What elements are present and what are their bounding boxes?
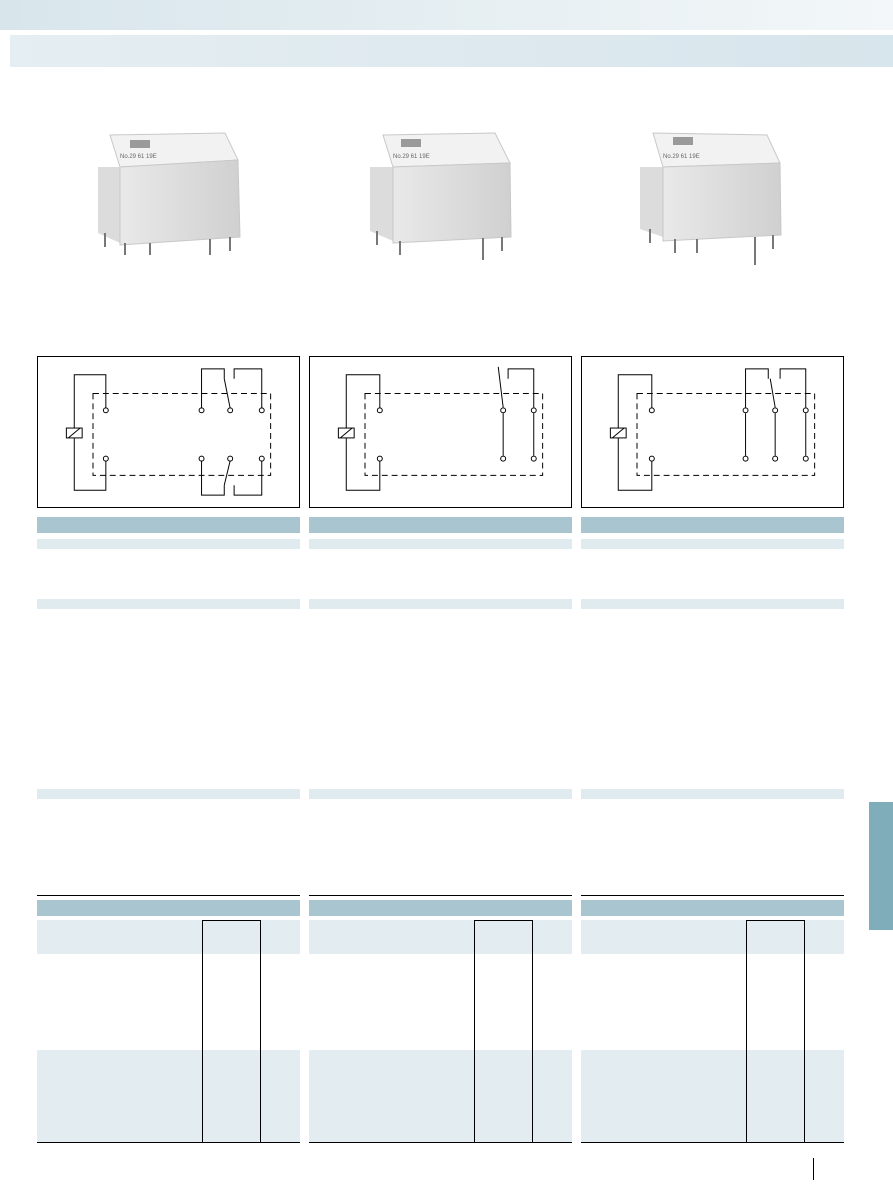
- ordering-row: [37, 920, 300, 954]
- section-subheader-bar: [37, 789, 300, 799]
- ordering-row: [309, 920, 572, 954]
- relay-photo-2: No.29 61 19E: [370, 132, 512, 260]
- header-band-top: [0, 0, 893, 30]
- section-header-bar: [37, 517, 300, 533]
- circuit-diagram-1: [37, 356, 300, 508]
- relay-marking: No.29 61 19E: [663, 154, 700, 160]
- relay-marking: No.29 61 19E: [120, 154, 157, 160]
- section-subheader-bar: [37, 539, 300, 549]
- section-subheader-bar: [309, 789, 572, 799]
- table-bottom-rule: [309, 1142, 572, 1143]
- circuit-diagram-2: [309, 356, 572, 508]
- section-subheader-bar: [581, 539, 844, 549]
- relay-photo-3: No.29 61 19E: [640, 132, 782, 265]
- relay-marking: No.29 61 19E: [393, 154, 430, 160]
- order-number-column: [202, 920, 261, 1143]
- circuit-diagram-3: [581, 356, 844, 508]
- table-divider: [37, 895, 300, 896]
- page-number-divider: [813, 1158, 814, 1180]
- order-number-column: [746, 920, 805, 1143]
- ordering-header-bar: [37, 900, 300, 916]
- ordering-row: [309, 1050, 572, 1142]
- section-header-bar: [581, 517, 844, 533]
- section-subheader-bar: [581, 599, 844, 609]
- section-subheader-bar: [309, 539, 572, 549]
- ordering-header-bar: [581, 900, 844, 916]
- ordering-header-bar: [309, 900, 572, 916]
- chapter-side-tab: [869, 802, 893, 930]
- table-divider: [309, 895, 572, 896]
- table-divider: [581, 895, 844, 896]
- relay-photo-1: No.29 61 19E: [98, 132, 241, 255]
- table-bottom-rule: [37, 1142, 300, 1143]
- ordering-row: [581, 920, 844, 954]
- section-header-bar: [309, 517, 572, 533]
- order-number-column: [474, 920, 533, 1143]
- table-bottom-rule: [581, 1142, 844, 1143]
- section-subheader-bar: [37, 599, 300, 609]
- header-band-bottom: [10, 35, 893, 67]
- ordering-row: [581, 1050, 844, 1142]
- section-subheader-bar: [309, 599, 572, 609]
- ordering-row: [37, 1050, 300, 1142]
- section-subheader-bar: [581, 789, 844, 799]
